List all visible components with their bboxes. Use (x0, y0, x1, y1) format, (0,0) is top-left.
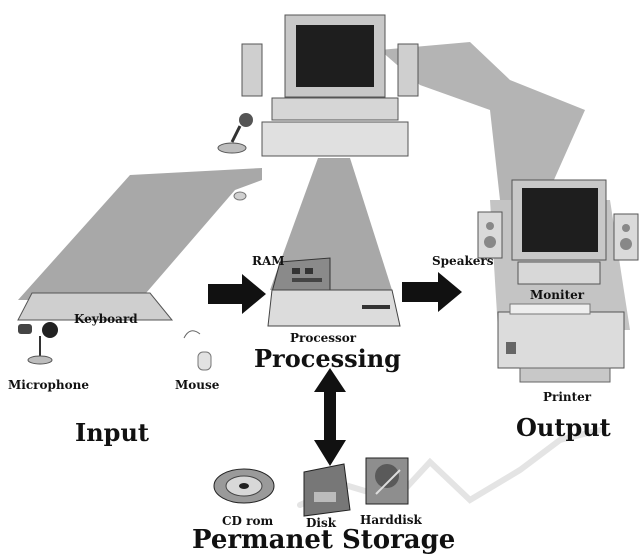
path-keyboard-to-computer (18, 168, 262, 300)
monitor-icon (512, 180, 606, 284)
mouse-icon (234, 192, 246, 200)
mouse-label: Mouse (175, 378, 219, 392)
printer-icon (498, 304, 624, 382)
processor-label: Processor (290, 331, 356, 345)
speakers-label: Speakers (432, 254, 494, 268)
microphone-label: Microphone (8, 378, 89, 392)
microphone-icon (218, 113, 253, 153)
moniter-label: Moniter (530, 288, 584, 302)
microphone-icon (18, 322, 58, 364)
floppy-disk-icon (304, 464, 350, 516)
cd-icon (214, 469, 274, 503)
processor-icon (268, 290, 400, 326)
computer-icon (242, 15, 418, 156)
speaker-icon (614, 214, 638, 260)
arrow-right-icon (208, 274, 266, 314)
permanent-storage-heading: Permanet Storage (192, 525, 455, 555)
input-heading: Input (75, 418, 149, 447)
keyboard-label: Keyboard (74, 312, 138, 326)
mouse-icon (184, 331, 211, 370)
output-heading: Output (516, 413, 611, 442)
arrow-bidirectional-icon (314, 368, 346, 466)
ram-label: RAM (252, 254, 285, 268)
speaker-icon (478, 212, 502, 258)
harddisk-icon (366, 458, 408, 504)
arrow-right-icon (402, 272, 462, 312)
processing-heading: Processing (254, 344, 401, 373)
printer-label: Printer (543, 390, 591, 404)
